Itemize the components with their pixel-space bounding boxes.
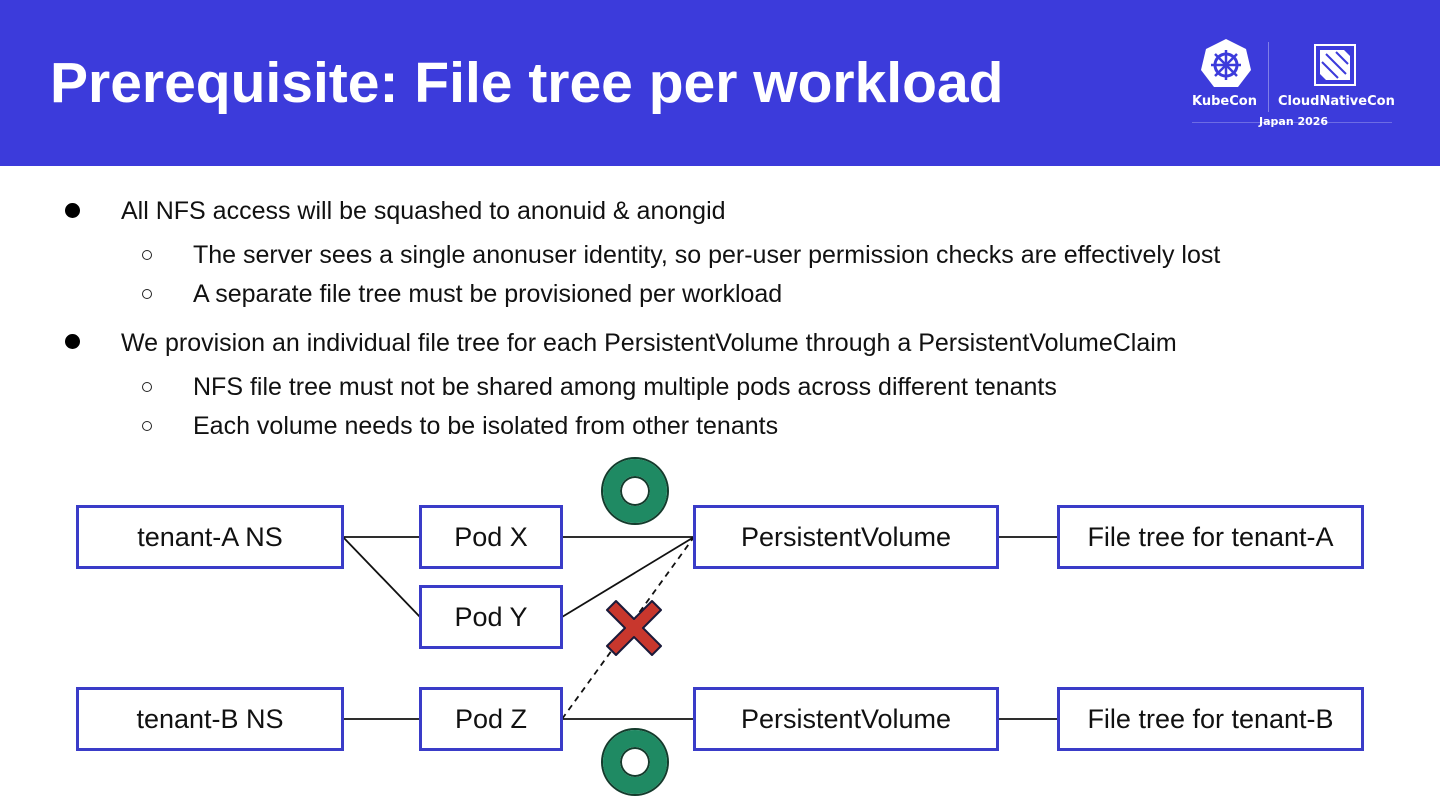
logo-underline	[1192, 122, 1392, 123]
bullet-item: All NFS access will be squashed to anonu…	[121, 197, 726, 225]
bullet-dot	[65, 203, 80, 218]
page-title: Prerequisite: File tree per workload	[50, 51, 1004, 115]
sub-bullet-item: A separate file tree must be provisioned…	[193, 280, 783, 308]
sub-bullet-item: Each volume needs to be isolated from ot…	[193, 412, 779, 440]
bullet-dot	[65, 334, 80, 349]
cloudnativecon-icon	[1314, 44, 1356, 86]
kubecon-logo: KubeCon CloudNativeCon Japan 2026	[1186, 36, 1398, 132]
edge-pod-y-pv-a	[561, 536, 695, 618]
node-pod-x: Pod X	[419, 505, 563, 569]
header-bar: Prerequisite: File tree per workload Kub…	[0, 0, 1440, 166]
node-pod-y: Pod Y	[419, 585, 563, 649]
sub-bullet-circle	[142, 421, 152, 431]
sub-bullet-item: NFS file tree must not be shared among m…	[193, 373, 1057, 401]
event-location-label: Japan 2026	[1259, 115, 1329, 128]
allowed-circle-icon	[603, 730, 667, 794]
denied-cross-icon	[606, 600, 662, 656]
sub-bullet-circle	[142, 382, 152, 392]
kubernetes-helm-icon	[1201, 39, 1251, 87]
kubecon-label: KubeCon	[1192, 94, 1257, 109]
sub-bullet-circle	[142, 289, 152, 299]
allowed-circle-icon	[603, 459, 667, 523]
node-persistent-volume-b: PersistentVolume	[693, 687, 999, 751]
logo-divider	[1268, 42, 1269, 112]
node-tenant-b-ns: tenant-B NS	[76, 687, 344, 751]
sub-bullet-item: The server sees a single anonuser identi…	[193, 241, 1221, 269]
edge-tenant-a-pod-y	[342, 536, 421, 618]
cloudnativecon-label: CloudNativeCon	[1278, 94, 1395, 109]
node-file-tree-tenant-a: File tree for tenant-A	[1057, 505, 1364, 569]
node-tenant-a-ns: tenant-A NS	[76, 505, 344, 569]
node-persistent-volume-a: PersistentVolume	[693, 505, 999, 569]
node-pod-z: Pod Z	[419, 687, 563, 751]
node-file-tree-tenant-b: File tree for tenant-B	[1057, 687, 1364, 751]
edge-pod-z-pv-a-denied	[561, 536, 695, 720]
sub-bullet-circle	[142, 250, 152, 260]
bullet-item: We provision an individual file tree for…	[121, 329, 1177, 357]
